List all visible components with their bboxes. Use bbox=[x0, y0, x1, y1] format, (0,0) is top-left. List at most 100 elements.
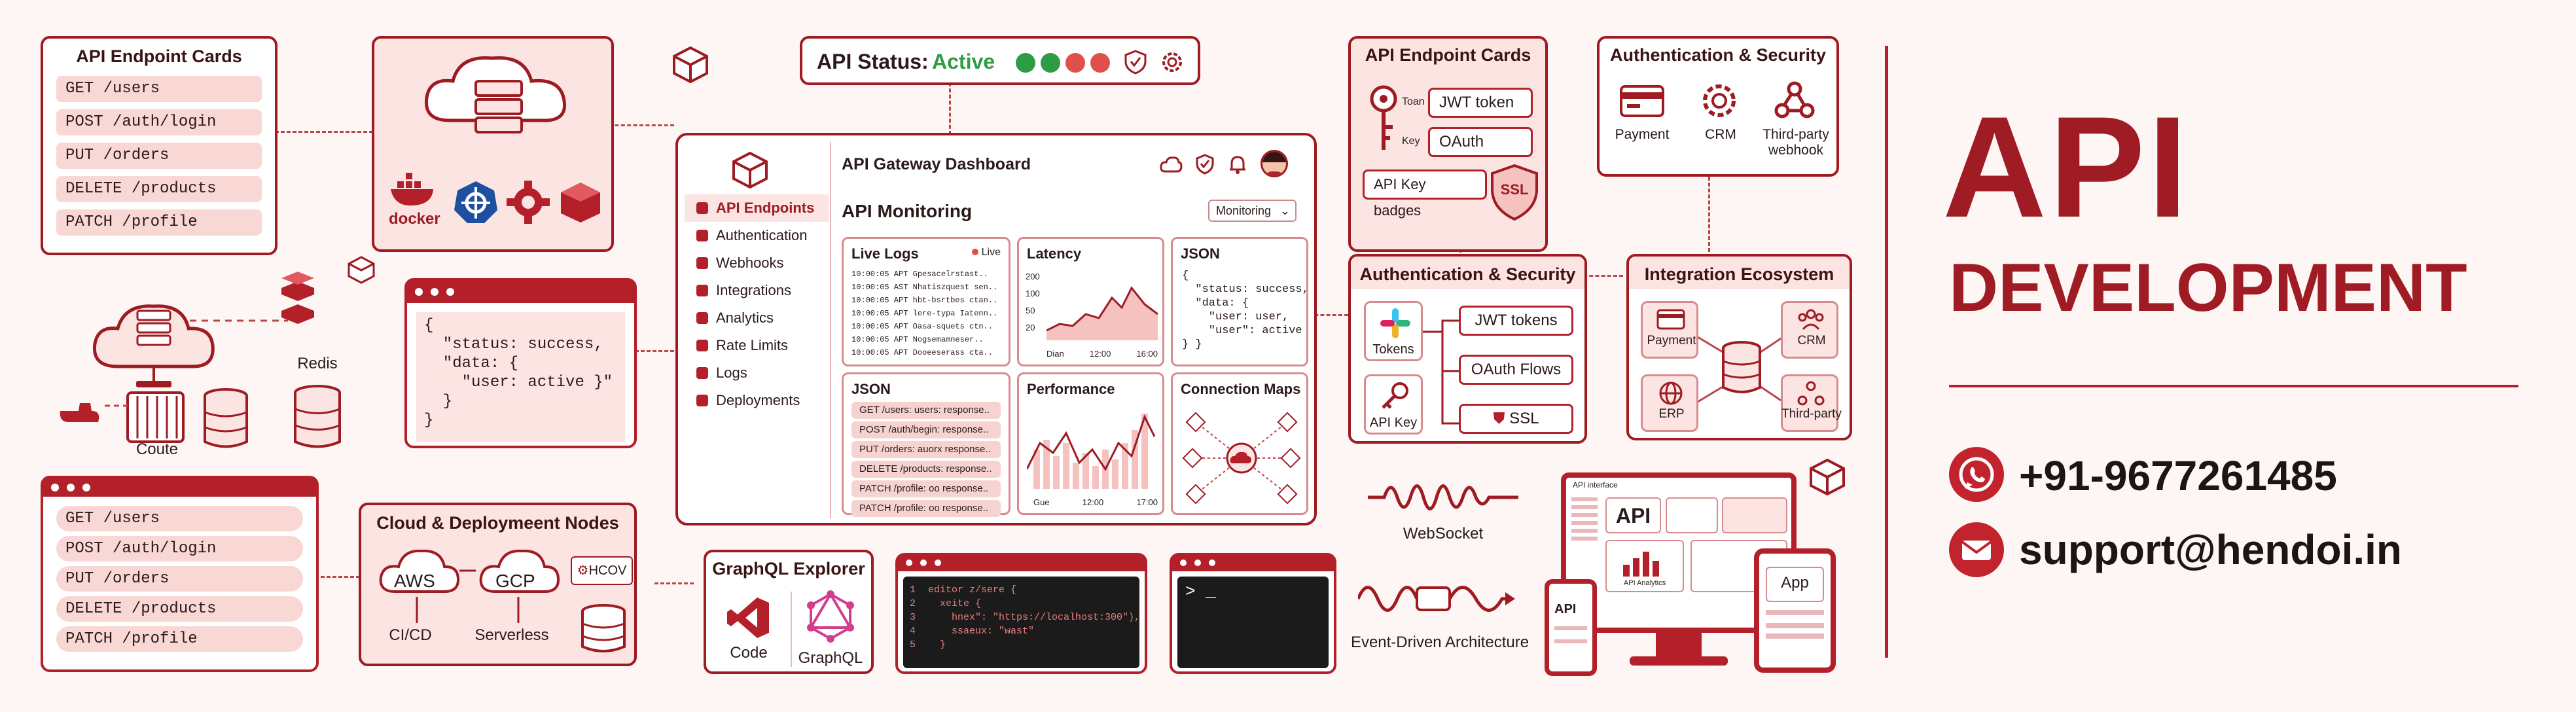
json-line: } bbox=[424, 393, 453, 410]
slack-icon bbox=[1380, 308, 1410, 338]
key-label: Key bbox=[1402, 135, 1420, 147]
terminal[interactable]: > _ bbox=[1177, 577, 1329, 668]
endpoint-item[interactable]: PATCH /profile bbox=[56, 626, 303, 652]
json-response-item[interactable]: PATCH /profile: oo response.. bbox=[851, 500, 1001, 517]
jwt-tokens-badge[interactable]: JWT tokens bbox=[1459, 306, 1573, 336]
contact-phone[interactable]: +91-9677261485 bbox=[2019, 452, 2337, 499]
nav-icon bbox=[696, 285, 708, 296]
nav-icon bbox=[696, 257, 708, 269]
integration-title-bar bbox=[1629, 257, 1850, 289]
latency-y-tick: 20 bbox=[1026, 323, 1035, 332]
graphql-icon[interactable] bbox=[804, 590, 857, 643]
latency-y-tick: 50 bbox=[1026, 306, 1035, 315]
settings-icon[interactable] bbox=[1159, 49, 1185, 75]
log-line: 10:00:05 AST Nhatiszquest sen.. bbox=[851, 283, 998, 292]
monitor-analytics-tile: API Analytics bbox=[1605, 540, 1684, 592]
json-response-item[interactable]: POST /auth/begin: response.. bbox=[851, 421, 1001, 438]
compute-label: Coute bbox=[135, 440, 179, 458]
endpoint-item[interactable]: DELETE /products bbox=[56, 176, 262, 202]
json-response-item[interactable]: PUT /orders: auorx response.. bbox=[851, 441, 1001, 458]
code-lines: editor z/sere { xeite { hnex": "https://… bbox=[928, 583, 1140, 652]
integration-thirdparty-tile[interactable] bbox=[1781, 374, 1838, 432]
section-title: API Monitoring bbox=[842, 201, 973, 221]
shield-icon bbox=[1124, 50, 1147, 75]
endpoint-item[interactable]: PUT /orders bbox=[56, 143, 262, 169]
gcp-cloud-icon bbox=[479, 549, 560, 593]
oauth-flows-badge[interactable]: OAuth Flows bbox=[1459, 355, 1573, 385]
email-icon-circle[interactable] bbox=[1949, 522, 2004, 577]
json-response-item[interactable]: PATCH /profile: oo response.. bbox=[851, 480, 1001, 497]
bell-icon[interactable] bbox=[1228, 154, 1247, 175]
latency-x-tick: 12:00 bbox=[1089, 349, 1111, 359]
endpoint-item[interactable]: GET /users bbox=[56, 506, 303, 531]
graphql-title: GraphQL Explorer bbox=[712, 559, 865, 578]
live-dot-icon bbox=[972, 249, 979, 255]
auth-mid-title-bar bbox=[1351, 257, 1584, 289]
endpoint-item[interactable]: DELETE /products bbox=[56, 596, 303, 622]
endpoint-item[interactable]: POST /auth/login bbox=[56, 109, 262, 135]
database-icon bbox=[581, 604, 626, 652]
oauth-badge[interactable]: OAuth bbox=[1428, 127, 1533, 157]
tablet-device: App bbox=[1754, 548, 1836, 673]
auth-security-top-title: Authentication & Security bbox=[1609, 45, 1827, 65]
monitoring-select[interactable]: Monitoring ⌄ bbox=[1208, 200, 1297, 222]
sidebar-item-integrations[interactable]: Integrations bbox=[685, 277, 829, 304]
sidebar-item-rate-limits[interactable]: Rate Limits bbox=[685, 332, 829, 359]
api-key-tile[interactable]: API Key bbox=[1364, 374, 1423, 435]
json-line: { bbox=[424, 317, 434, 334]
json-line: "data: { bbox=[1182, 297, 1249, 310]
tokens-tile[interactable]: Tokens bbox=[1364, 301, 1423, 361]
sidebar-item-authentication[interactable]: Authentication bbox=[685, 222, 829, 249]
integration-payment-tile[interactable] bbox=[1641, 301, 1698, 359]
aws-cloud-icon bbox=[379, 549, 460, 593]
endpoint-item[interactable]: PUT /orders bbox=[56, 566, 303, 592]
json-window: { "status: success, "data: { "user: acti… bbox=[404, 278, 637, 448]
auth-connectors bbox=[1423, 319, 1459, 425]
webhook-icon bbox=[1774, 81, 1815, 118]
sidebar-item-logs[interactable]: Logs bbox=[685, 359, 829, 387]
code-line: xeite { bbox=[928, 598, 982, 609]
endpoint-cards-title: API Endpoint Cards bbox=[76, 46, 242, 66]
endpoint-item[interactable]: PATCH /profile bbox=[56, 209, 262, 236]
cicd-label: CI/CD bbox=[389, 626, 432, 644]
sidebar-item-webhooks[interactable]: Webhooks bbox=[685, 249, 829, 277]
key-icon bbox=[1370, 85, 1397, 150]
line-number: 3 bbox=[910, 612, 916, 623]
json-response-item[interactable]: DELETE /products: response.. bbox=[851, 461, 1001, 478]
vscode-icon[interactable] bbox=[726, 595, 772, 641]
sidebar-item-analytics[interactable]: Analytics bbox=[685, 304, 829, 332]
sidebar-item-deployments[interactable]: Deployments bbox=[685, 387, 829, 414]
integration-crm-tile[interactable] bbox=[1781, 301, 1838, 359]
integration-erp-tile[interactable] bbox=[1641, 374, 1698, 432]
latency-x-tick: 16:00 bbox=[1136, 349, 1158, 359]
endpoint-item[interactable]: GET /users bbox=[56, 76, 262, 102]
contact-email[interactable]: support@hendoi.in bbox=[2019, 526, 2402, 573]
endpoint-item[interactable]: POST /auth/login bbox=[56, 536, 303, 561]
line-number: 2 bbox=[910, 598, 916, 609]
cloud-icon[interactable] bbox=[1159, 155, 1183, 173]
api-key-badges[interactable]: API Key badges bbox=[1363, 169, 1487, 219]
jwt-token-badge[interactable]: JWT token bbox=[1428, 88, 1533, 118]
json-code: { "status: success, "data: { "user: acti… bbox=[416, 312, 625, 442]
avatar[interactable] bbox=[1261, 150, 1288, 177]
dashboard-title: API Gateway Dashboard bbox=[842, 155, 1031, 173]
ssl-badge[interactable]: ⛊ SSL bbox=[1459, 404, 1573, 434]
line-number: 1 bbox=[910, 584, 916, 596]
log-lines: 10:00:05 APT Gpesacelrstast..10:00:05 AS… bbox=[844, 268, 1009, 359]
websocket-wave-icon bbox=[1368, 484, 1518, 510]
ssl-label: SSL bbox=[1500, 181, 1529, 198]
monitor-sidebar bbox=[1571, 493, 1598, 592]
live-badge-label: Live bbox=[981, 247, 1001, 258]
whatsapp-icon[interactable] bbox=[1949, 447, 2004, 502]
sidebar-item-api-endpoints[interactable]: API Endpoints bbox=[685, 194, 829, 222]
shield-check-icon[interactable] bbox=[1195, 154, 1215, 175]
json-response-item[interactable]: GET /users: users: response.. bbox=[851, 402, 1001, 419]
connection-map-diagram bbox=[1182, 412, 1301, 505]
latency-y-tick: 200 bbox=[1026, 272, 1040, 281]
monitor-tile bbox=[1666, 497, 1718, 533]
